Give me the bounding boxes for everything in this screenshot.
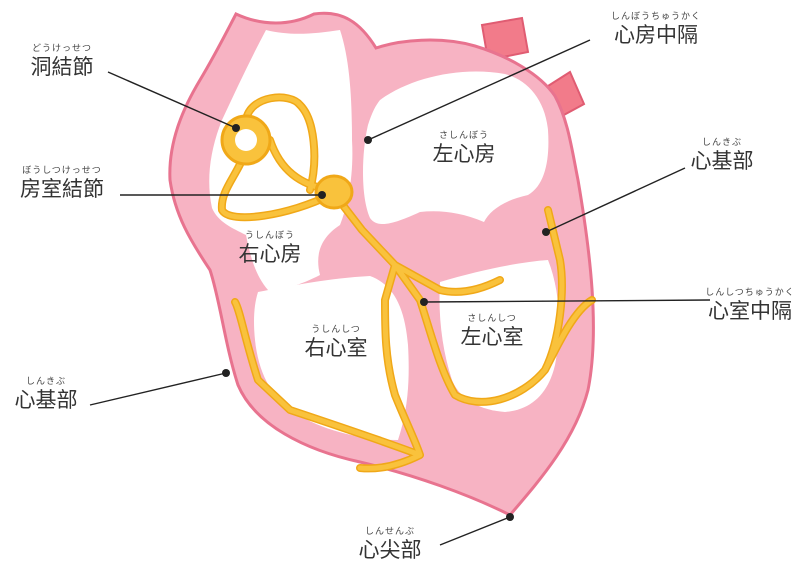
ruby-apex: しんせんぶ: [359, 527, 422, 538]
label-av-node: ぼうしつけっせつ 房室結節: [20, 166, 104, 201]
text-sinus-node: 洞結節: [31, 55, 94, 79]
ruby-av-node: ぼうしつけっせつ: [20, 166, 104, 177]
ruby-left-ventricle: さしんしつ: [461, 314, 524, 325]
label-right-atrium: うしんぼう 右心房: [239, 231, 302, 266]
ruby-right-ventricle: うしんしつ: [305, 325, 368, 336]
ruby-sinus-node: どうけっせつ: [31, 44, 94, 55]
text-right-atrium: 右心房: [239, 242, 302, 266]
label-sinus-node: どうけっせつ 洞結節: [31, 44, 94, 79]
label-myocardium-left: しんきぶ 心基部: [691, 138, 754, 173]
text-left-atrium: 左心房: [433, 142, 496, 166]
label-atrial-septum: しんぼうちゅうかく 心房中隔: [611, 12, 701, 47]
sinus-node-inner: [235, 129, 257, 151]
ruby-left-atrium: さしんぼう: [433, 131, 496, 142]
ruby-right-atrium: うしんぼう: [239, 231, 302, 242]
text-myocardium-left: 心基部: [691, 149, 754, 173]
text-myocardium-right: 心基部: [15, 388, 78, 412]
ruby-myocardium-left: しんきぶ: [691, 138, 754, 149]
label-ventricular-septum: しんしつちゅうかく 心室中隔: [705, 288, 794, 323]
ruby-atrial-septum: しんぼうちゅうかく: [611, 12, 701, 23]
label-myocardium-right: しんきぶ 心基部: [15, 377, 78, 412]
text-ventricular-septum: 心室中隔: [705, 299, 794, 323]
ruby-myocardium-right: しんきぶ: [15, 377, 78, 388]
label-left-atrium: さしんぼう 左心房: [433, 131, 496, 166]
label-apex: しんせんぶ 心尖部: [359, 527, 422, 562]
text-av-node: 房室結節: [20, 177, 104, 201]
text-right-ventricle: 右心室: [305, 336, 368, 360]
label-right-ventricle: うしんしつ 右心室: [305, 325, 368, 360]
text-apex: 心尖部: [359, 538, 422, 562]
text-atrial-septum: 心房中隔: [611, 23, 701, 47]
text-left-ventricle: 左心室: [461, 325, 524, 349]
label-left-ventricle: さしんしつ 左心室: [461, 314, 524, 349]
ruby-ventricular-septum: しんしつちゅうかく: [705, 288, 794, 299]
